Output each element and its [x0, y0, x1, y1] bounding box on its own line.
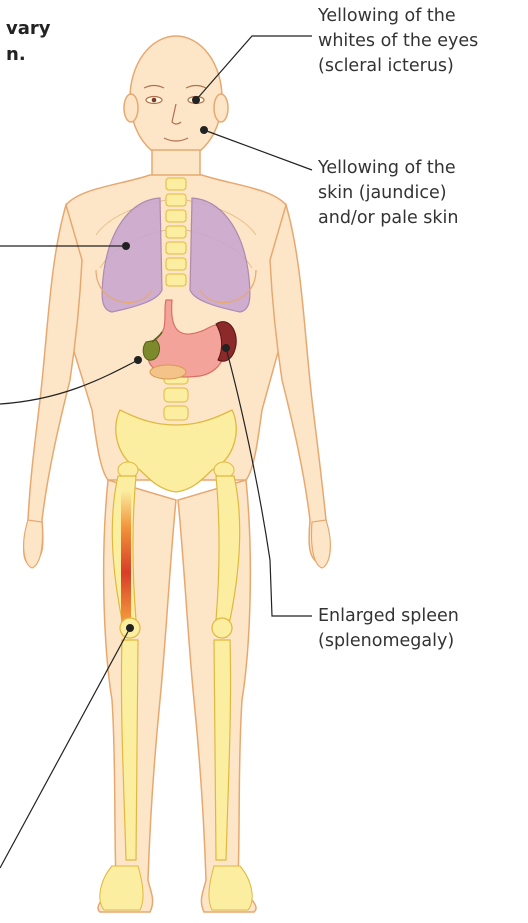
left-iris — [152, 98, 157, 103]
dot-gallbladder — [134, 356, 142, 364]
right-ear — [214, 94, 228, 122]
left-ear — [124, 94, 138, 122]
right-foot-bones — [209, 866, 252, 910]
dot-skin — [200, 126, 208, 134]
dot-spleen — [222, 344, 230, 352]
dot-eye — [192, 96, 200, 104]
dot-lungs — [122, 242, 130, 250]
neck — [152, 150, 200, 178]
left-arm — [24, 205, 82, 565]
left-foot-bones — [100, 866, 143, 910]
dot-marrow — [126, 624, 134, 632]
leader-marrow — [0, 628, 130, 868]
right-arm — [270, 205, 330, 565]
leader-skin — [204, 130, 312, 170]
gallbladder — [143, 340, 159, 360]
pancreas — [150, 365, 186, 379]
right-kneecap — [212, 618, 232, 638]
left-hand — [24, 520, 43, 568]
